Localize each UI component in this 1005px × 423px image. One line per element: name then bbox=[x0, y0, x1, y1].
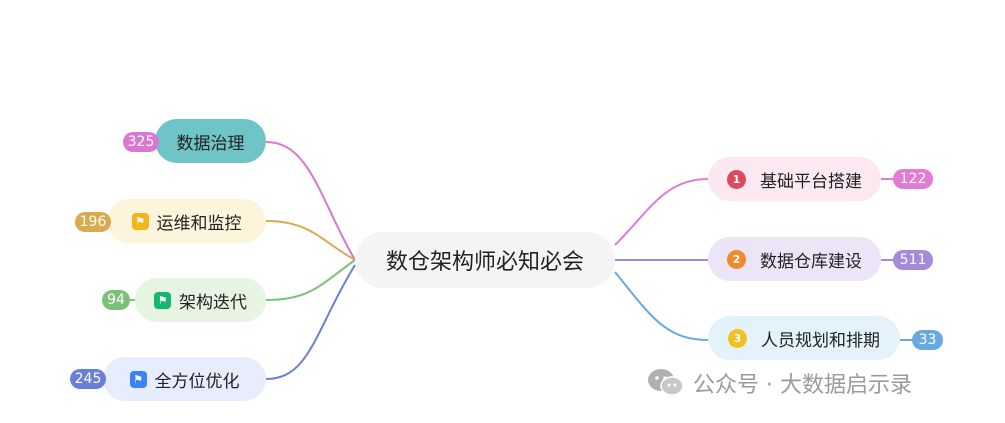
number-badge-3: 3 bbox=[728, 328, 747, 348]
number-badge-2: 2 bbox=[727, 249, 746, 269]
node-staff-planning[interactable]: 3 人员规划和排期 bbox=[708, 316, 900, 360]
link-to-staff-planning bbox=[614, 271, 709, 341]
node-label: 数据治理 bbox=[176, 133, 245, 154]
link-to-ops-monitoring bbox=[265, 220, 356, 261]
watermark-text: 公众号 · 大数据启示录 bbox=[693, 373, 912, 398]
link-to-data-governance bbox=[265, 141, 356, 261]
flag-icon: ⚑ bbox=[129, 370, 147, 388]
node-base-platform[interactable]: 1 基础平台搭建 bbox=[708, 157, 881, 201]
count-badge-data-governance: 325 bbox=[123, 132, 159, 152]
node-label: 运维和监控 bbox=[156, 213, 242, 234]
node-label: 基础平台搭建 bbox=[760, 171, 862, 192]
count-badge-staff-planning: 33 bbox=[912, 330, 943, 350]
count-badge-architecture-iteration: 94 bbox=[102, 290, 130, 310]
node-architecture-iteration[interactable]: ⚑ 架构迭代 bbox=[135, 278, 266, 322]
flag-icon: ⚑ bbox=[131, 212, 149, 230]
number-badge-1: 1 bbox=[727, 169, 746, 189]
node-full-optimization[interactable]: ⚑ 全方位优化 bbox=[103, 357, 266, 401]
node-data-warehouse[interactable]: 2 数据仓库建设 bbox=[708, 237, 881, 281]
root-label: 数仓架构师必知必会 bbox=[385, 250, 584, 275]
link-to-full-optimization bbox=[265, 264, 356, 380]
node-label: 人员规划和排期 bbox=[761, 330, 880, 351]
node-label: 全方位优化 bbox=[154, 371, 240, 392]
watermark: 公众号 · 大数据启示录 bbox=[647, 366, 912, 400]
flag-icon: ⚑ bbox=[154, 291, 171, 309]
link-to-base-platform bbox=[614, 178, 709, 246]
wechat-icon bbox=[648, 369, 684, 396]
root-node[interactable]: 数仓架构师必知必会 bbox=[355, 232, 615, 288]
count-badge-ops-monitoring: 196 bbox=[75, 212, 111, 232]
node-data-governance[interactable]: 数据治理 bbox=[155, 119, 266, 163]
link-to-architecture-iteration bbox=[265, 259, 356, 301]
node-label: 架构迭代 bbox=[179, 292, 247, 313]
count-badge-full-optimization: 245 bbox=[70, 369, 106, 389]
count-badge-data-warehouse: 511 bbox=[893, 250, 933, 270]
node-ops-monitoring[interactable]: ⚑ 运维和监控 bbox=[107, 199, 266, 243]
node-label: 数据仓库建设 bbox=[760, 251, 862, 272]
count-badge-base-platform: 122 bbox=[893, 169, 933, 189]
